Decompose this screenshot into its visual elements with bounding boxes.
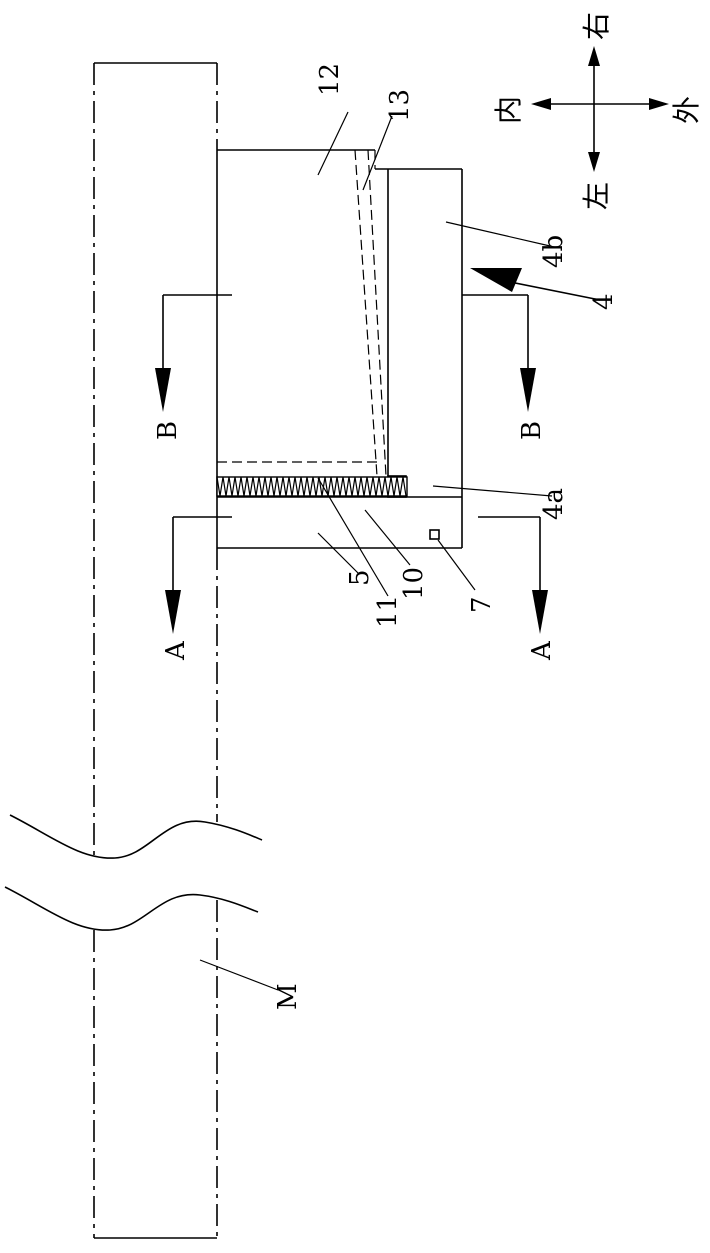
part-13-dashed-plate	[217, 150, 386, 476]
arrow-b-left	[155, 368, 171, 412]
label-10: 10	[399, 567, 429, 600]
label-section-a-right: A	[527, 640, 557, 661]
compass-right-label: 外	[670, 96, 703, 124]
part-11-spring	[217, 477, 407, 496]
label-7: 7	[467, 596, 497, 613]
label-m: M	[273, 983, 303, 1010]
label-4: 4	[589, 293, 619, 310]
compass-down-label: 左	[580, 182, 613, 210]
compass-arrow-right-icon	[649, 98, 669, 110]
label-5: 5	[345, 569, 375, 586]
arrow-a-right	[532, 590, 548, 634]
label-section-b-right: B	[517, 421, 547, 440]
compass-arrow-left-icon	[531, 98, 551, 110]
part-7-square	[430, 530, 439, 539]
compass-arrow-up-icon	[588, 46, 600, 66]
label-section-b-left: B	[153, 421, 183, 440]
label-4a: 4a	[539, 488, 569, 520]
beam-m	[5, 63, 262, 1238]
label-13: 13	[385, 89, 415, 122]
arrow-a-left	[165, 590, 181, 634]
break-line-lower	[5, 887, 258, 930]
compass-up-label: 右	[580, 12, 613, 40]
break-line-upper	[10, 815, 262, 858]
compass-arrow-down-icon	[588, 152, 600, 172]
label-12: 12	[315, 63, 345, 96]
section-b-b	[155, 295, 536, 412]
compass-left-label: 内	[492, 96, 525, 124]
arrow-b-right	[520, 368, 536, 412]
label-4b: 4b	[539, 235, 569, 268]
leader-lines	[200, 112, 552, 990]
direction-compass: 右 左 内 外	[492, 12, 703, 210]
label-section-a-left: A	[161, 640, 191, 661]
